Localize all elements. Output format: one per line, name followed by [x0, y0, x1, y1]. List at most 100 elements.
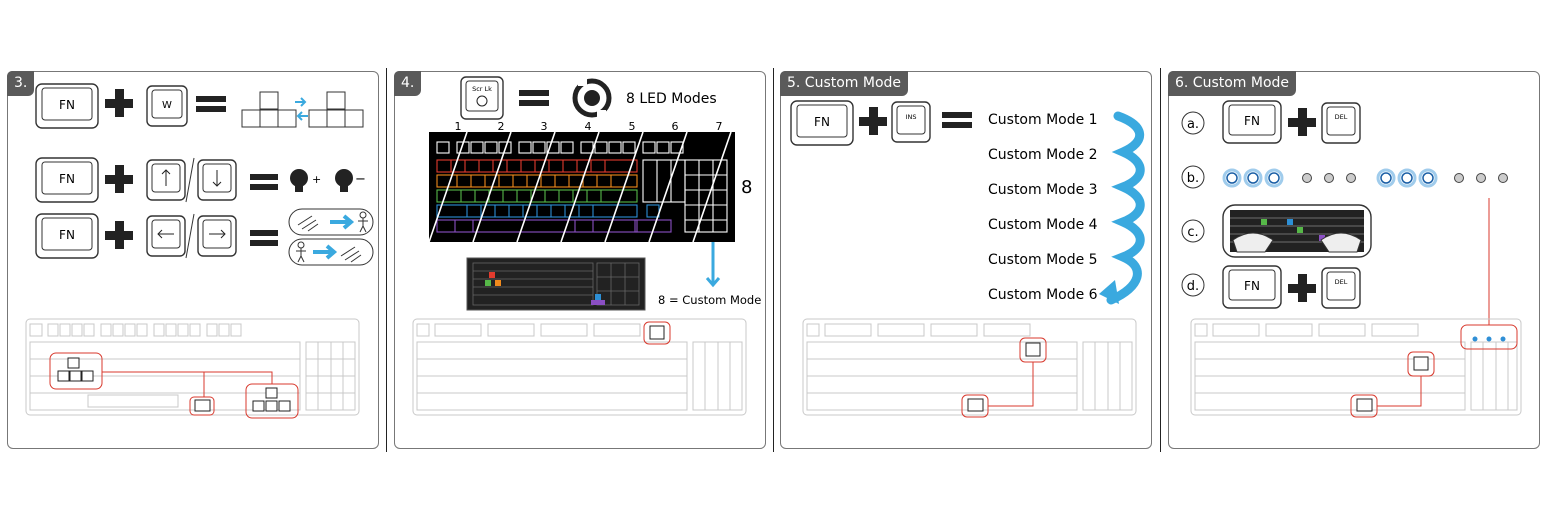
panel-divider [773, 68, 775, 452]
fn-key: FN [790, 100, 854, 146]
equals-icon [942, 112, 972, 128]
equals-icon [250, 230, 278, 246]
fn-key: FN [35, 83, 99, 129]
up-arrow-key [146, 159, 186, 201]
del-key-d: DEL [1321, 267, 1361, 309]
scroll-lock-key: Scr Lk [460, 76, 504, 120]
wasd-cluster-icon [241, 91, 297, 128]
slash-divider [185, 213, 195, 259]
zone-label-1: 1 [455, 120, 462, 133]
zone-label-4: 4 [585, 120, 592, 133]
custom-mode-keyboard-image [466, 257, 646, 311]
fn-key-label: FN [814, 115, 830, 129]
callout-lines [961, 337, 1047, 418]
callout-lines [49, 352, 299, 419]
fn-key-a: FN [1222, 100, 1282, 144]
plus-icon [1288, 274, 1316, 302]
indicator-dots-small [1472, 336, 1506, 342]
custom-mode-note: 8 = Custom Mode [658, 293, 761, 307]
plus-icon [859, 107, 887, 135]
step-markers: a. b. c. d. [1181, 111, 1205, 297]
keyboard-outline-icon [412, 318, 747, 416]
step-4-tab: 4. [394, 71, 422, 96]
ins-key-small [1025, 342, 1041, 357]
zone-label-2: 2 [498, 120, 505, 133]
panel-step-3: 3. FN W FN [7, 71, 379, 449]
step-4-illustration: Scr Lk 8 LED Modes 1 2 3 4 5 6 7 [412, 76, 761, 416]
left-arrow-key [146, 215, 186, 257]
step-a-label: a. [1187, 117, 1199, 132]
fn-key-brightness: FN [35, 157, 99, 203]
zone-label-5: 5 [629, 120, 636, 133]
custom-mode-6-label: Custom Mode 6 [988, 287, 1098, 303]
custom-mode-1-label: Custom Mode 1 [988, 112, 1098, 128]
step-3-tab: 3. [7, 71, 35, 96]
speed-up-icon [288, 208, 374, 236]
fn-key-label: FN [1244, 279, 1260, 293]
custom-mode-list: Custom Mode 1 Custom Mode 2 Custom Mode … [988, 112, 1098, 303]
w-key-label: W [162, 100, 172, 111]
led-indicator-row [1222, 168, 1508, 188]
scroll-lock-callout [643, 321, 671, 345]
cycle-icon [572, 78, 612, 118]
fn-key-d: FN [1222, 265, 1282, 309]
bulb-minus-label: − [355, 172, 366, 187]
ins-key-label: INS [906, 113, 917, 121]
step-6-tab: 6. Custom Mode [1168, 71, 1297, 96]
plus-icon [105, 165, 133, 193]
custom-mode-2-label: Custom Mode 2 [988, 147, 1098, 163]
panel-divider [386, 68, 388, 452]
del-key-small [1413, 356, 1429, 371]
ins-key: INS [891, 101, 931, 143]
right-arrow-key [197, 215, 237, 257]
panel-divider [1160, 68, 1162, 452]
zone-label-8: 8 [741, 177, 752, 198]
step-3-illustration: FN W FN + − [25, 83, 374, 419]
plus-icon [1288, 108, 1316, 136]
panel-step-4: 4. Scr Lk 8 LED Modes 1 2 3 4 5 6 7 [394, 71, 766, 449]
highlight-keys [57, 357, 291, 412]
bulb-minus-icon: − [335, 169, 366, 192]
custom-mode-3-label: Custom Mode 3 [988, 182, 1098, 198]
step-c-label: c. [1187, 225, 1198, 240]
arrow-cluster-icon [308, 91, 364, 128]
fn-key-label: FN [59, 98, 75, 112]
step-5-tab: 5. Custom Mode [780, 71, 909, 96]
equals-icon [250, 174, 278, 190]
fn-key-label: FN [59, 228, 75, 242]
bulb-plus-icon: + [290, 169, 321, 192]
step-d-label: d. [1187, 279, 1199, 294]
del-key-label: DEL [1335, 278, 1348, 286]
speed-down-icon [288, 238, 374, 266]
zone-label-7: 7 [716, 120, 723, 133]
panel-step-5: 5. Custom Mode FN INS Custom Mode 1 Cust… [780, 71, 1152, 449]
cycle-arrow-icon [1106, 111, 1145, 305]
swap-arrows-icon [295, 97, 308, 121]
down-arrow-key [197, 159, 237, 201]
panel-step-6: 6. Custom Mode a. b. c. d. FN DEL [1168, 71, 1540, 449]
equals-icon [196, 96, 226, 112]
fn-key-small [967, 398, 984, 412]
step-b-label: b. [1187, 171, 1199, 186]
zone-label-3: 3 [541, 120, 548, 133]
fn-key-label: FN [59, 172, 75, 186]
keyboard-outline-icon [802, 318, 1137, 416]
custom-mode-5-label: Custom Mode 5 [988, 252, 1098, 268]
down-arrow-icon [705, 242, 721, 288]
callout-lines [1350, 324, 1518, 418]
keyboard-hands-image [1222, 204, 1372, 258]
slash-divider [185, 157, 195, 203]
keyboard-outline-icon [1190, 318, 1522, 416]
led-keyboard-image [428, 131, 735, 243]
bulb-plus-label: + [312, 173, 321, 186]
cycle-arrowhead-icon [1099, 280, 1119, 304]
zone-label-6: 6 [672, 120, 679, 133]
plus-icon [105, 89, 133, 117]
equals-icon [519, 90, 549, 106]
step-6-illustration: a. b. c. d. FN DEL [1181, 100, 1522, 418]
custom-mode-4-label: Custom Mode 4 [988, 217, 1098, 233]
zone-labels: 1 2 3 4 5 6 7 [455, 120, 723, 133]
fn-key-label: FN [1244, 114, 1260, 128]
del-key-label: DEL [1335, 113, 1348, 121]
led-modes-label: 8 LED Modes [626, 91, 717, 107]
